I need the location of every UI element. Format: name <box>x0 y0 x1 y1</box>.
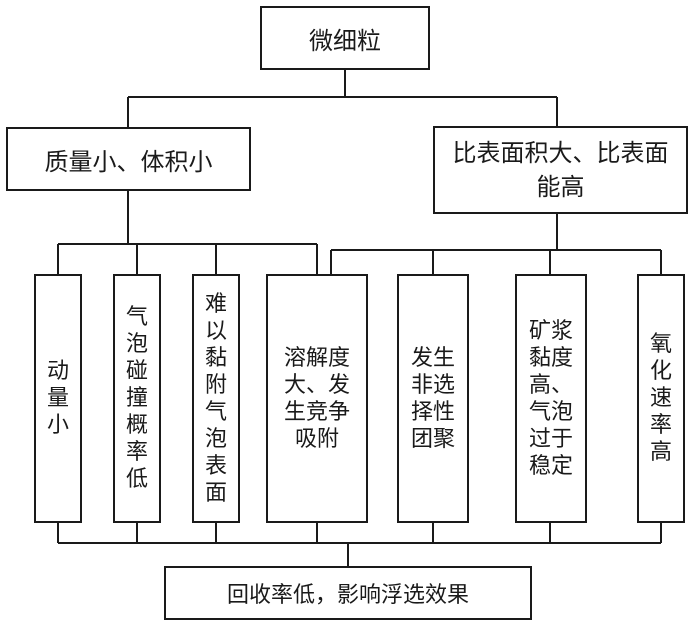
node-top: 微细粒 <box>260 6 430 70</box>
leaf-node-6-label: 矿浆黏度高、气泡过于稳定 <box>528 318 573 479</box>
leaf-node-7: 氧化速率高 <box>637 274 685 523</box>
leaf-node-5-label: 发生非选择性团聚 <box>410 345 455 452</box>
leaf-node-4-label: 溶解度大、发生竞争吸附 <box>283 345 350 452</box>
leaf-node-1: 动量小 <box>34 274 82 523</box>
leaf-node-7-label: 氧化速率高 <box>649 332 672 465</box>
leaf-node-5: 发生非选择性团聚 <box>397 274 469 523</box>
leaf-node-3: 难以黏附气泡表面 <box>192 274 240 523</box>
leaf-node-6: 矿浆黏度高、气泡过于稳定 <box>515 274 587 523</box>
leaf-node-1-label: 动量小 <box>46 359 69 438</box>
node-bottom-label: 回收率低，影响浮选效果 <box>226 583 469 608</box>
node-mid-left-label: 质量小、体积小 <box>44 147 213 176</box>
node-bottom: 回收率低，影响浮选效果 <box>164 566 532 620</box>
leaf-node-4: 溶解度大、发生竞争吸附 <box>266 274 368 523</box>
leaf-node-3-label: 难以黏附气泡表面 <box>204 291 227 506</box>
node-mid-right: 比表面积大、比表面能高 <box>433 126 688 214</box>
node-mid-right-label: 比表面积大、比表面能高 <box>452 139 669 201</box>
node-top-label: 微细粒 <box>309 26 381 55</box>
leaf-node-2: 气泡碰撞概率低 <box>113 274 161 523</box>
node-mid-left: 质量小、体积小 <box>6 127 251 191</box>
leaf-node-2-label: 气泡碰撞概率低 <box>125 305 148 492</box>
